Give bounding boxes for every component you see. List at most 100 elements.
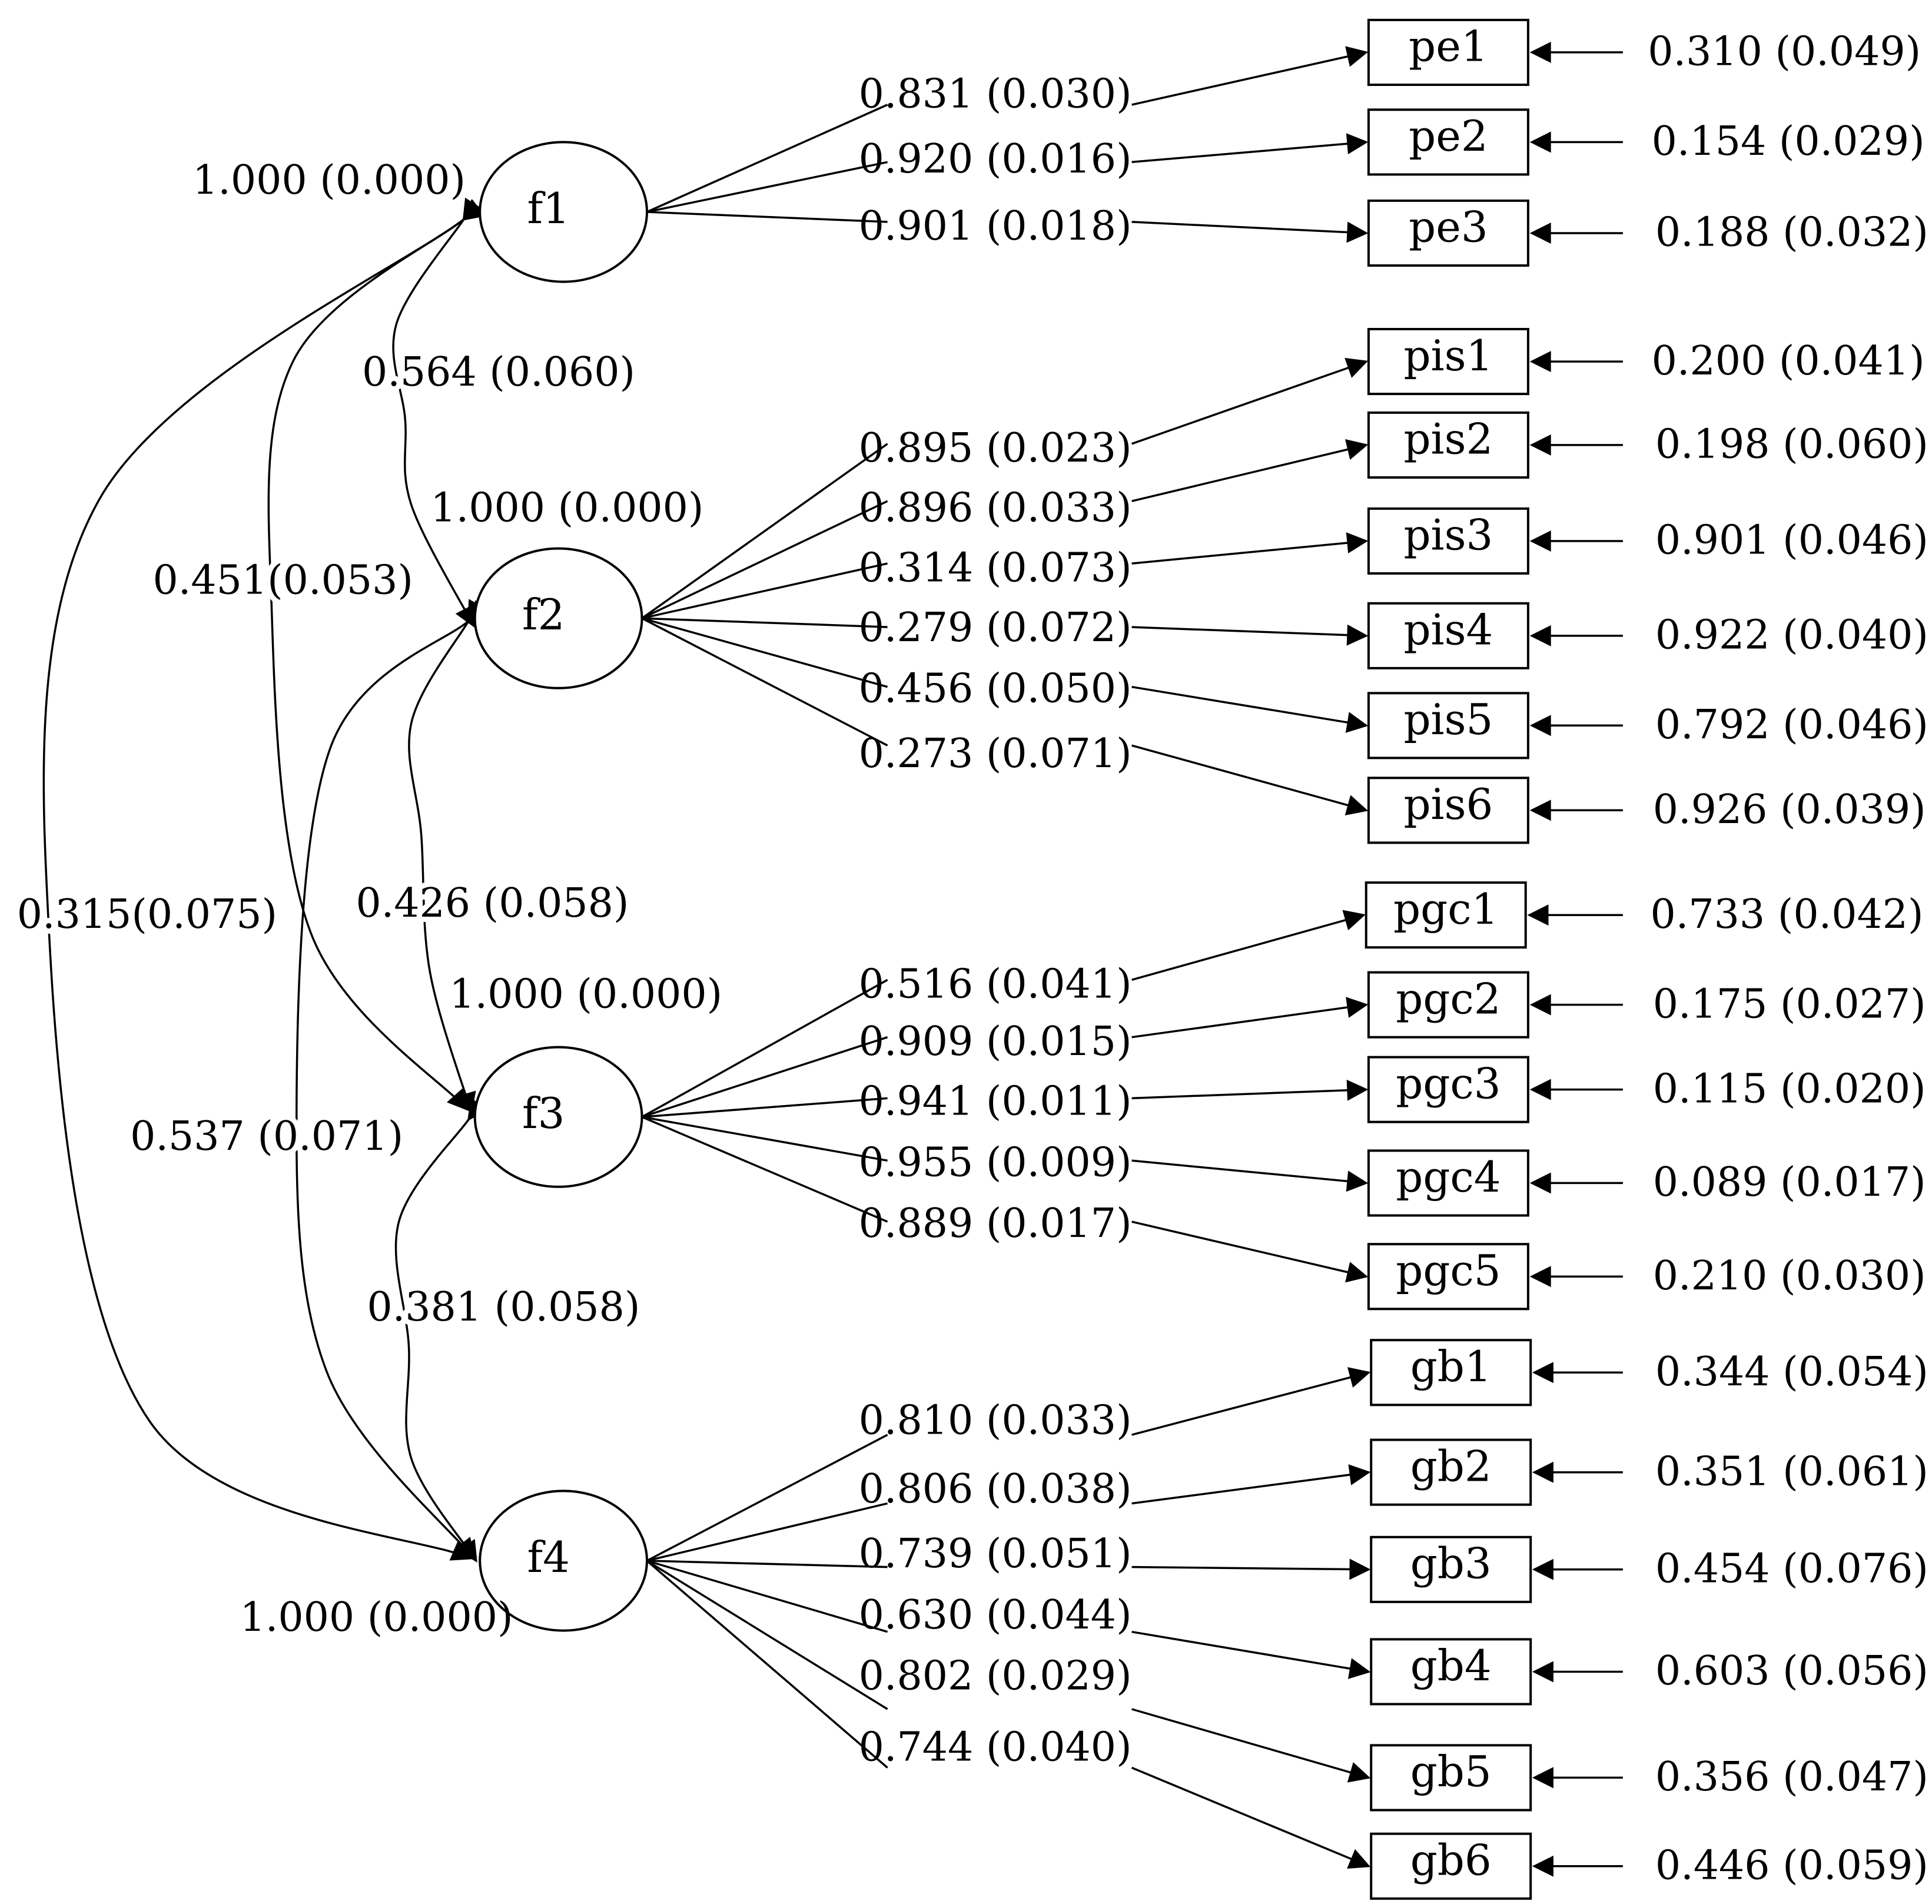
indicator-label-pis3: pis3: [1403, 510, 1493, 560]
residual-label-pgc2: 0.175 (0.027): [1653, 981, 1926, 1027]
factor-ellipse-f3: [473, 1046, 643, 1188]
indicator-label-gb5: gb5: [1410, 1747, 1492, 1796]
latent-factors: f1 f2 f3 f4: [473, 141, 648, 1632]
indicator-label-pis4: pis4: [1403, 605, 1493, 655]
loading-label-pis3: 0.314 (0.073): [859, 545, 1132, 591]
factor-loading-paths: [641, 46, 1371, 1869]
loading-fan-pgc5: [641, 1116, 888, 1223]
loading-arrow-gb2: [1131, 1464, 1371, 1505]
loading-fan-pis3: [642, 562, 888, 619]
residual-label-gb2: 0.351 (0.061): [1655, 1448, 1928, 1495]
loading-arrow-gb5: [1131, 1708, 1371, 1783]
loading-label-gb4: 0.630 (0.044): [859, 1592, 1132, 1638]
loading-fan-pgc2: [641, 1036, 888, 1118]
correlation-curve-f1-f3: [267, 199, 486, 1112]
residual-label-pe3: 0.188 (0.032): [1655, 210, 1928, 256]
loading-label-pgc3: 0.941 (0.011): [859, 1079, 1132, 1125]
indicator-label-pis1: pis1: [1403, 331, 1493, 380]
loading-arrow-pgc2: [1131, 997, 1369, 1039]
loading-arrow-gb1: [1131, 1367, 1371, 1436]
correlation-label-f2-f4: 0.537 (0.071): [130, 1113, 403, 1160]
loading-fan-pis2: [641, 500, 888, 619]
indicator-label-pgc2: pgc2: [1396, 974, 1501, 1023]
residual-label-gb5: 0.356 (0.047): [1655, 1754, 1928, 1800]
loading-label-gb2: 0.806 (0.038): [859, 1466, 1132, 1512]
indicator-label-gb3: gb3: [1410, 1539, 1492, 1588]
indicator-box-gb3: [1370, 1535, 1532, 1603]
correlation-curve-f2-f3: [408, 599, 487, 1114]
indicator-box-pis1: [1367, 328, 1529, 396]
indicator-box-pgc2: [1367, 971, 1529, 1039]
loading-arrow-pe2: [1131, 133, 1369, 164]
loading-arrow-gb3: [1131, 1558, 1371, 1580]
correlation-curve-f1-f2: [392, 197, 483, 628]
factor-label-f3: f3: [522, 1089, 565, 1138]
loading-label-pis5: 0.456 (0.050): [859, 666, 1132, 712]
loading-fan-pgc1: [641, 978, 888, 1118]
loading-fan-gb1: [646, 1434, 888, 1562]
loading-label-pgc4: 0.955 (0.009): [859, 1139, 1132, 1186]
residual-label-pgc5: 0.210 (0.030): [1653, 1253, 1926, 1299]
indicator-box-gb1: [1370, 1339, 1532, 1407]
loading-fan-gb3: [646, 1560, 888, 1568]
loading-label-pgc1: 0.516 (0.041): [859, 961, 1132, 1008]
indicator-label-pgc3: pgc3: [1396, 1059, 1501, 1108]
factor-ellipse-f2: [473, 547, 643, 689]
correlation-label-f1-f4: 0.315(0.075): [17, 891, 277, 938]
loading-label-gb6: 0.744 (0.040): [859, 1724, 1132, 1770]
factor-label-f2: f2: [522, 590, 565, 639]
indicator-label-gb6: gb6: [1410, 1836, 1492, 1885]
indicator-label-pgc4: pgc4: [1396, 1152, 1501, 1202]
factor-ellipse-f1: [479, 141, 648, 283]
loading-arrow-pis1: [1131, 357, 1369, 445]
loading-label-pe2: 0.920 (0.016): [859, 136, 1132, 183]
loading-arrow-pis2: [1131, 439, 1369, 502]
residual-label-pgc4: 0.089 (0.017): [1653, 1159, 1926, 1206]
correlation-label-f2-f3: 0.426 (0.058): [356, 880, 629, 927]
correlation-label-f1-f2: 0.564 (0.060): [362, 349, 635, 396]
loading-fan-pgc3: [642, 1097, 888, 1118]
indicator-box-gb4: [1370, 1638, 1532, 1706]
loading-arrow-gb6: [1131, 1766, 1371, 1869]
residual-label-pgc1: 0.733 (0.042): [1651, 891, 1924, 938]
loading-fan-pe1: [646, 104, 888, 213]
residual-label-pe2: 0.154 (0.029): [1652, 118, 1925, 165]
loading-arrow-pe3: [1131, 221, 1369, 243]
correlation-label-f3-f4: 0.381 (0.058): [367, 1284, 640, 1331]
residual-arrows: [1527, 41, 1623, 1877]
indicator-label-pe2: pe2: [1409, 111, 1488, 161]
correlation-curve-f3-f4: [394, 1097, 489, 1563]
loading-label-pe1: 0.831 (0.030): [859, 71, 1132, 118]
indicator-box-pgc3: [1367, 1056, 1529, 1123]
loading-fan-gb2: [646, 1502, 888, 1562]
coefficient-labels: 0.831 (0.030)0.920 (0.016)0.901 (0.018)0…: [12, 29, 1928, 1889]
residual-label-pis3: 0.901 (0.046): [1655, 518, 1928, 564]
residual-label-pis2: 0.198 (0.060): [1655, 422, 1928, 468]
residual-label-gb6: 0.446 (0.059): [1655, 1843, 1928, 1889]
loading-label-pis6: 0.273 (0.071): [859, 731, 1132, 777]
factor-label-f1: f1: [527, 184, 569, 233]
factor-label-f4: f4: [527, 1533, 569, 1582]
residual-label-pis6: 0.926 (0.039): [1653, 787, 1926, 833]
residual-label-gb1: 0.344 (0.054): [1655, 1349, 1928, 1395]
indicator-box-pe2: [1367, 108, 1529, 176]
indicator-label-pgc5: pgc5: [1396, 1246, 1501, 1295]
residual-label-gb3: 0.454 (0.076): [1655, 1546, 1928, 1593]
factor-ellipse-f4: [479, 1490, 648, 1632]
loading-label-gb5: 0.802 (0.029): [859, 1653, 1132, 1700]
loading-arrow-pe1: [1131, 46, 1369, 106]
residual-label-pe1: 0.310 (0.049): [1648, 29, 1921, 75]
indicator-box-pis3: [1367, 507, 1529, 575]
loading-arrow-gb4: [1131, 1630, 1371, 1679]
loading-label-pgc5: 0.889 (0.017): [859, 1200, 1132, 1247]
loading-arrow-pis6: [1131, 744, 1369, 816]
indicator-label-pe3: pe3: [1409, 203, 1488, 252]
loading-label-gb3: 0.739 (0.051): [859, 1531, 1132, 1577]
factor-variance-f4: 1.000 (0.000): [240, 1594, 513, 1641]
correlation-curve-f1-f4: [42, 199, 486, 1561]
correlation-curve-f2-f4: [295, 600, 490, 1560]
loading-fan-gb4: [646, 1560, 888, 1633]
indicator-box-gb2: [1370, 1438, 1532, 1506]
correlation-label-f1-f3: 0.451(0.053): [152, 558, 413, 604]
